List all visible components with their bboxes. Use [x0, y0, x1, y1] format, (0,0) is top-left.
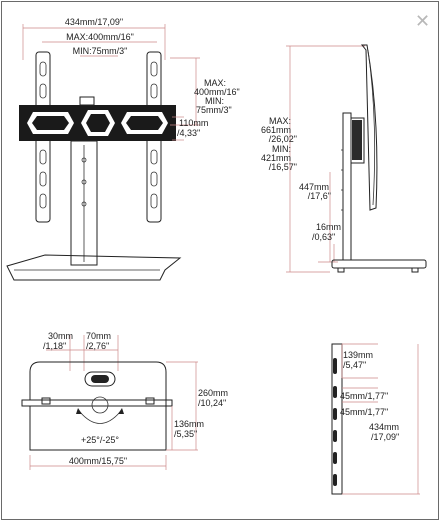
- side-max-mm: 661mm: [261, 125, 291, 135]
- pole-total-mm: 434mm: [369, 422, 399, 432]
- close-icon[interactable]: ✕: [415, 11, 431, 32]
- top-left-mm: 30mm: [48, 331, 73, 341]
- width-total-label: 434mm/17,09": [65, 17, 123, 27]
- side-pole: [342, 112, 352, 261]
- pole-gap1: 45mm/1,77": [340, 391, 388, 401]
- side-max-label: MAX:: [269, 116, 291, 126]
- mount-min-label: MIN:75mm/3": [73, 46, 128, 56]
- vesa-max-label: MAX:: [204, 78, 226, 88]
- front-view: 434mm/17,09" MAX:400mm/16" MIN:75mm/3": [6, 17, 240, 281]
- side-min-mm: 421mm: [261, 153, 291, 163]
- side-base: [331, 259, 427, 269]
- step-mm-label: 110mm: [179, 118, 208, 128]
- side-max-in: /26,02": [269, 134, 297, 144]
- offset-mm: 136mm: [174, 419, 204, 429]
- vesa-min-label: MIN:: [205, 96, 224, 106]
- top-center-mm: 70mm: [86, 331, 111, 341]
- base-mm-label: 16mm: [316, 222, 341, 232]
- base-plate-top: [21, 361, 167, 451]
- side-min-label: MIN:: [272, 144, 291, 154]
- pole-mount-oval: [84, 371, 116, 387]
- top-left-in: /1,18": [43, 341, 66, 351]
- vesa-max-value: 400mm/16": [194, 87, 240, 97]
- pole-gap2: 45mm/1,77": [340, 407, 388, 417]
- top-center-in: /2,76": [86, 341, 109, 351]
- stand-base: [6, 254, 182, 281]
- mount-max-label: MAX:400mm/16": [66, 32, 134, 42]
- pole-in-label: /17,6": [308, 191, 331, 201]
- offset-in: /5,35": [174, 429, 197, 439]
- top-view: 30mm /1,18" 70mm /2,76" +25°/-25° 260mm …: [21, 331, 228, 470]
- depth-in: /10,24": [198, 398, 226, 408]
- stand-pole: [70, 140, 98, 266]
- pole-top-in: /5,47": [343, 360, 366, 370]
- depth-mm: 260mm: [198, 388, 228, 398]
- pole-top-mm: 139mm: [343, 350, 373, 360]
- pole-profile: [331, 343, 343, 495]
- pole-mm-label: 447mm: [299, 182, 329, 192]
- vesa-min-value: 75mm/3": [196, 105, 232, 115]
- side-min-in: /16,57": [269, 162, 297, 172]
- base-in-label: /0,63": [312, 232, 335, 242]
- pole-view: 139mm /5,47" 45mm/1,77" 45mm/1,77" 434mm…: [331, 343, 420, 495]
- step-in-label: /4,33": [177, 128, 200, 138]
- width-label: 400mm/15,75": [69, 456, 127, 466]
- pole-total-in: /17,09": [371, 432, 399, 442]
- swivel-label: +25°/-25°: [81, 435, 119, 445]
- side-view: MAX: 661mm /26,02" MIN: 421mm /16,57" 44…: [261, 44, 427, 273]
